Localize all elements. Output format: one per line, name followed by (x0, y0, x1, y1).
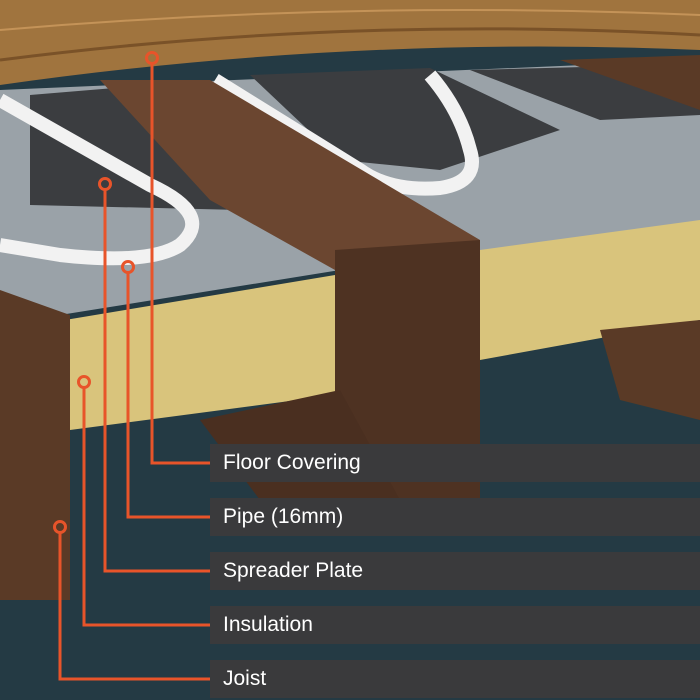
label-insulation: Insulation (210, 606, 700, 644)
joist (560, 55, 700, 420)
marker-spreader-plate (98, 177, 112, 191)
leader-line-pipe (126, 272, 210, 519)
marker-pipe (121, 260, 135, 274)
leader-line-joist (58, 532, 210, 681)
marker-floor-covering (145, 51, 159, 65)
leader-line-floor-covering (150, 63, 210, 465)
label-spreader-plate: Spreader Plate (210, 552, 700, 590)
floor-grain (0, 9, 700, 31)
label-floor-covering: Floor Covering (210, 444, 700, 482)
pipe (0, 93, 200, 266)
pipe (211, 70, 479, 196)
floor-covering (0, 0, 700, 85)
marker-insulation (77, 375, 91, 389)
joist (335, 240, 480, 500)
marker-joist (53, 520, 67, 534)
joist (0, 290, 70, 600)
leader-line-spreader-plate (103, 189, 210, 573)
label-joist: Joist (210, 660, 700, 698)
floor-grain (0, 27, 700, 62)
insulation-board (480, 220, 700, 360)
insulation-board (65, 275, 335, 430)
label-pipe: Pipe (16mm) (210, 498, 700, 536)
leader-line-insulation (82, 387, 210, 627)
